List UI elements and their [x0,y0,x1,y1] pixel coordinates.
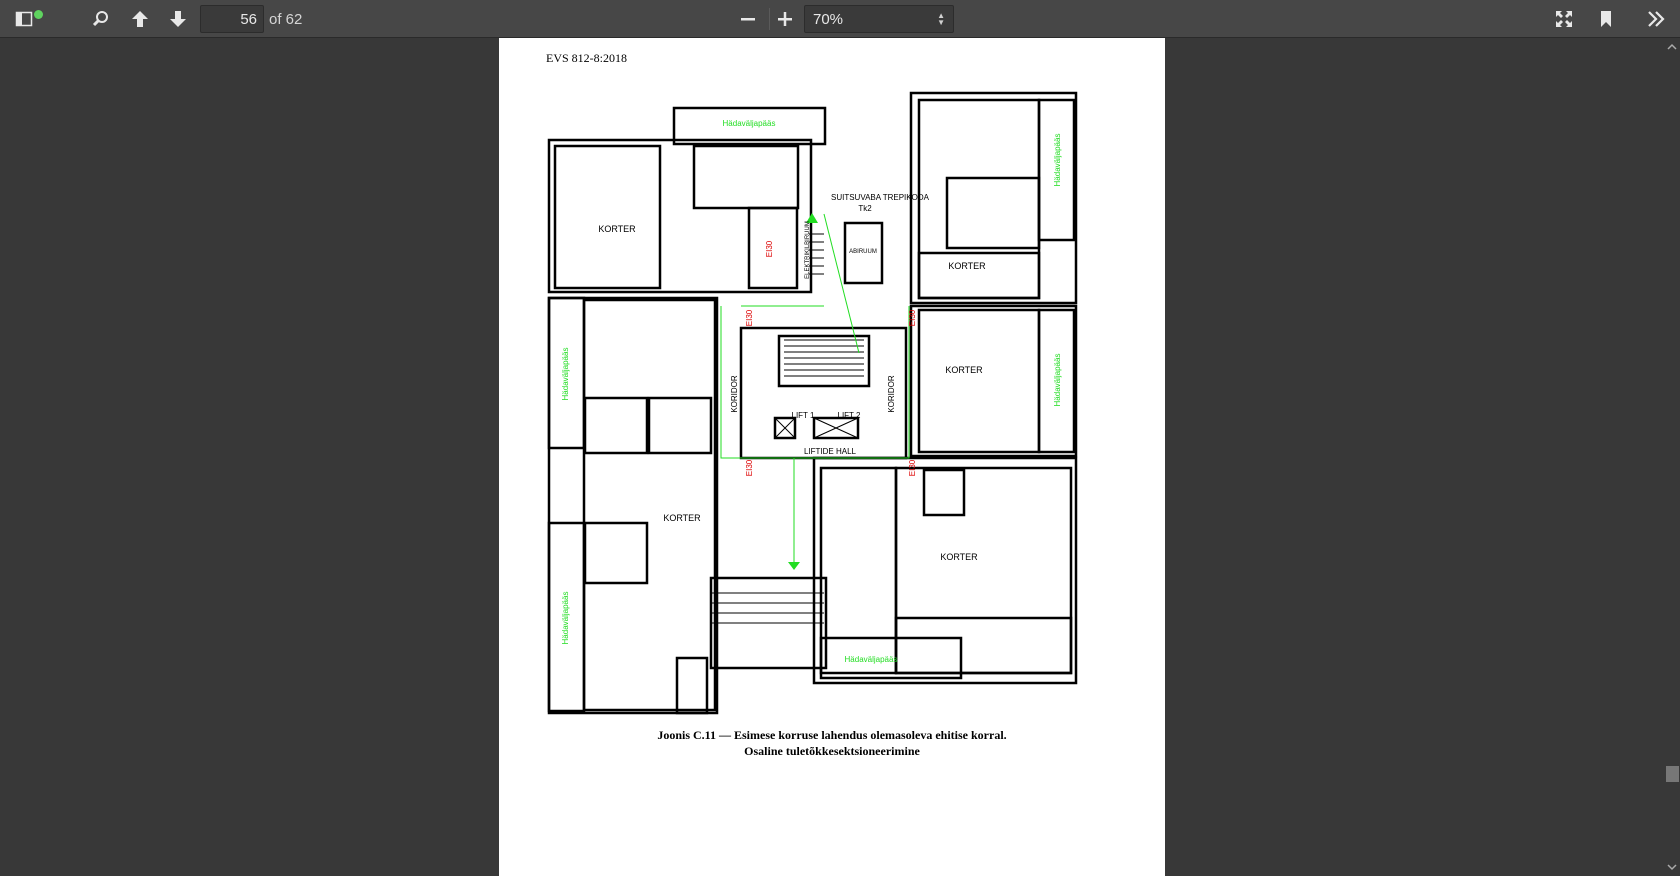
pdf-toolbar: of 62 70% ▲▼ [0,0,1680,38]
plan-label-trepikoda: SUITSUVABA TREPIKODA [831,193,930,202]
plan-label-abiruum: ABIRUUM [849,249,877,255]
plan-label-koridor-1: KORIDOR [730,375,739,413]
document-viewer[interactable]: EVS 812-8:2018 [0,38,1680,876]
arrow-up-icon [132,11,148,27]
plan-label-exit-6: Hädaväljapääs [1053,354,1062,407]
plan-label-ei30-5: EI30 [908,459,917,476]
plan-label-exit-4: Hädaväljapääs [561,592,570,645]
double-chevron-right-icon [1648,11,1665,27]
figure-caption-line2: Osaline tuletõkkesektsioneerimine [744,744,920,758]
vertical-scrollbar[interactable] [1664,38,1680,876]
select-arrows-icon: ▲▼ [937,11,945,27]
zoom-out-button[interactable] [732,4,764,34]
arrow-down-icon [170,11,186,27]
plan-label-korter-5: KORTER [940,552,978,562]
presentation-mode-button[interactable] [1548,4,1580,34]
page-count-label: of 62 [269,11,303,28]
plan-label-elektrikilbiruum: ELEKTRIKILBIRUUM [805,221,811,279]
previous-page-button[interactable] [124,4,156,34]
zoom-value: 70% [813,11,844,28]
plan-label-ei30-4: EI30 [745,459,754,476]
find-button[interactable] [85,4,117,34]
plan-label-ei30-2: EI30 [745,309,754,326]
bookmark-button[interactable] [1590,4,1622,34]
bookmark-icon [1601,11,1611,27]
search-icon [92,11,108,27]
zoom-in-button[interactable] [769,4,801,34]
wall-block [547,138,813,294]
tools-button[interactable] [1640,4,1672,34]
scroll-up-icon[interactable] [1664,40,1680,54]
exit-arrow-down-icon [788,562,800,570]
notification-dot [34,10,43,19]
pdf-page: EVS 812-8:2018 [499,38,1165,876]
plan-label-korter-3: KORTER [948,261,986,271]
toolbar-separator [769,8,770,30]
plan-label-exit-2: Hädaväljapääs [845,655,898,664]
sidebar-icon [15,11,33,27]
plan-label-koridor-2: KORIDOR [887,375,896,413]
plan-label-tk2: Tk2 [858,204,872,213]
toggle-sidebar-button[interactable] [8,4,43,34]
plan-label-exit-1: Hädaväljapääs [723,119,776,128]
figure-caption-line1: Joonis C.11 — Esimese korruse lahendus o… [657,728,1007,742]
plan-label-ei30-1: EI30 [765,240,774,257]
plan-label-ei30-3: EI30 [908,309,917,326]
scroll-down-icon[interactable] [1664,860,1680,874]
plan-label-liftide-hall: LIFTIDE HALL [804,447,857,456]
scrollbar-thumb[interactable] [1666,766,1679,782]
floor-plan: KORTER KORTER KORTER KORTER KORTER SUITS… [547,91,1078,715]
exit-arrow-up-icon [806,213,818,223]
plan-label-lift2: LIFT 2 [838,411,862,420]
next-page-button[interactable] [162,4,194,34]
document-header: EVS 812-8:2018 [546,51,627,65]
plan-label-exit-3: Hädaväljapääs [561,348,570,401]
page-number-input[interactable] [200,5,264,33]
plus-icon [778,12,792,26]
plan-label-korter-4: KORTER [945,365,983,375]
zoom-select[interactable]: 70% ▲▼ [804,5,954,33]
plan-label-exit-5: Hädaväljapääs [1053,134,1062,187]
plan-label-korter-2: KORTER [663,513,701,523]
minus-icon [741,18,755,21]
plan-label-korter-1: KORTER [598,224,636,234]
fullscreen-icon [1556,11,1572,27]
plan-label-lift1: LIFT 1 [792,411,816,420]
